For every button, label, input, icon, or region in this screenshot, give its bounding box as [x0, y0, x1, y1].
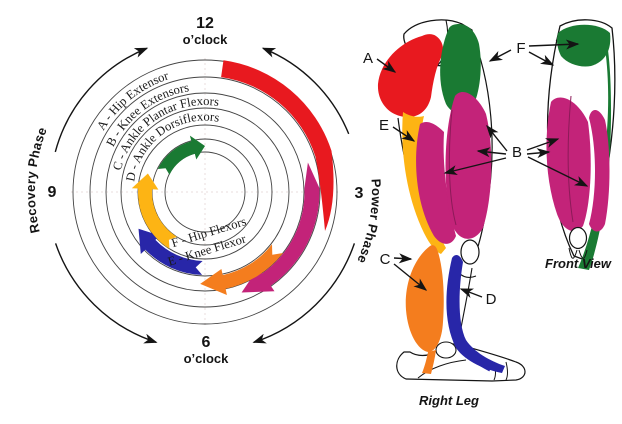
calf-tendon: [422, 350, 436, 374]
muscle-b-quad-rear-lobe: [416, 121, 456, 244]
ankle-bone: [435, 341, 457, 359]
figure-annotations: A E C D F B: [363, 39, 589, 308]
twelve-oclock-number: 12: [196, 15, 214, 32]
muscle-letter-a: A: [363, 50, 373, 67]
clock-circle-5: [137, 124, 273, 260]
pointer-arrow-b-3: [443, 157, 507, 176]
muscle-c-plantar-flexor-calf: [405, 245, 444, 352]
recovery-phase-label-path: [35, 83, 75, 282]
pointer-arrow-d-1: [459, 288, 483, 298]
pointer-arrow-f-1: [488, 49, 512, 62]
clock-circle-1: [72, 59, 338, 325]
six-oclock-number: 6: [202, 334, 211, 351]
activity-arc-e-yellow: [131, 173, 177, 249]
front-view-caption: Front View: [545, 256, 612, 271]
outer-phase-arrow-4: [252, 243, 356, 344]
activity-arc-d-blue: [138, 228, 203, 275]
muscle-a-hip-extensor-glute: [377, 34, 444, 118]
pointer-arrow-b-1: [486, 124, 508, 152]
outer-phase-arrow-2: [261, 47, 350, 135]
pointer-arrow-b-5: [526, 148, 551, 159]
muscle-letter-e: E: [379, 117, 389, 134]
clock-circle-7: [164, 151, 246, 233]
clock-circle-2: [89, 76, 321, 308]
muscle-f-hip-flexor-front: [440, 24, 481, 114]
pointer-arrow-b-4: [526, 138, 560, 151]
pointer-arrow-e-1: [392, 126, 416, 142]
pointer-arrow-b-6: [527, 156, 589, 187]
activity-arc-a-red: [221, 60, 334, 231]
pointer-arrow-c-1: [393, 253, 413, 264]
right-leg-caption: Right Leg: [419, 393, 479, 408]
muscle-letter-b: B: [512, 144, 522, 161]
muscle-letter-c: C: [380, 251, 391, 268]
front-view-figure: [546, 19, 616, 270]
muscle-letter-f: F: [516, 40, 525, 57]
pointer-arrow-f-2: [528, 39, 580, 50]
pointer-arrow-b-2: [476, 147, 507, 158]
pointer-arrow-a-1: [376, 58, 397, 73]
six-oclock-word: o’clock: [184, 351, 230, 366]
activity-arc-f-green: [157, 135, 205, 175]
pointer-arrow-c-2: [393, 263, 428, 291]
twelve-oclock-word: o’clock: [183, 32, 229, 47]
front-quad-divider: [567, 95, 574, 223]
pointer-arrow-f-3: [528, 51, 555, 66]
activity-arc-c-orange: [200, 244, 283, 295]
clock-circle-3: [105, 92, 305, 292]
patella: [460, 239, 480, 265]
tibialis-tendon: [456, 339, 491, 372]
front-patella: [568, 226, 588, 250]
recovery-phase-label: Recovery Phase: [23, 125, 50, 235]
right-leg-figure: [377, 19, 526, 382]
clock-circle-4: [120, 107, 290, 277]
three-oclock-number: 3: [355, 185, 364, 202]
muscle-letter-d: D: [486, 291, 497, 308]
nine-oclock-number: 9: [48, 184, 57, 201]
activity-arc-b-magenta: [241, 162, 320, 293]
outer-phase-arrow-1: [54, 47, 149, 153]
muscle-b-quad-front-lobe: [445, 92, 492, 239]
front-shin-lines: [568, 247, 588, 259]
ring-label-4: D - Ankle Dorsiflexors: [123, 109, 220, 182]
outer-phase-arrow-3: [54, 243, 158, 344]
muscle-f-hip-flexor-top: [557, 24, 611, 67]
muscle-b-front-lobe-right: [589, 109, 610, 232]
